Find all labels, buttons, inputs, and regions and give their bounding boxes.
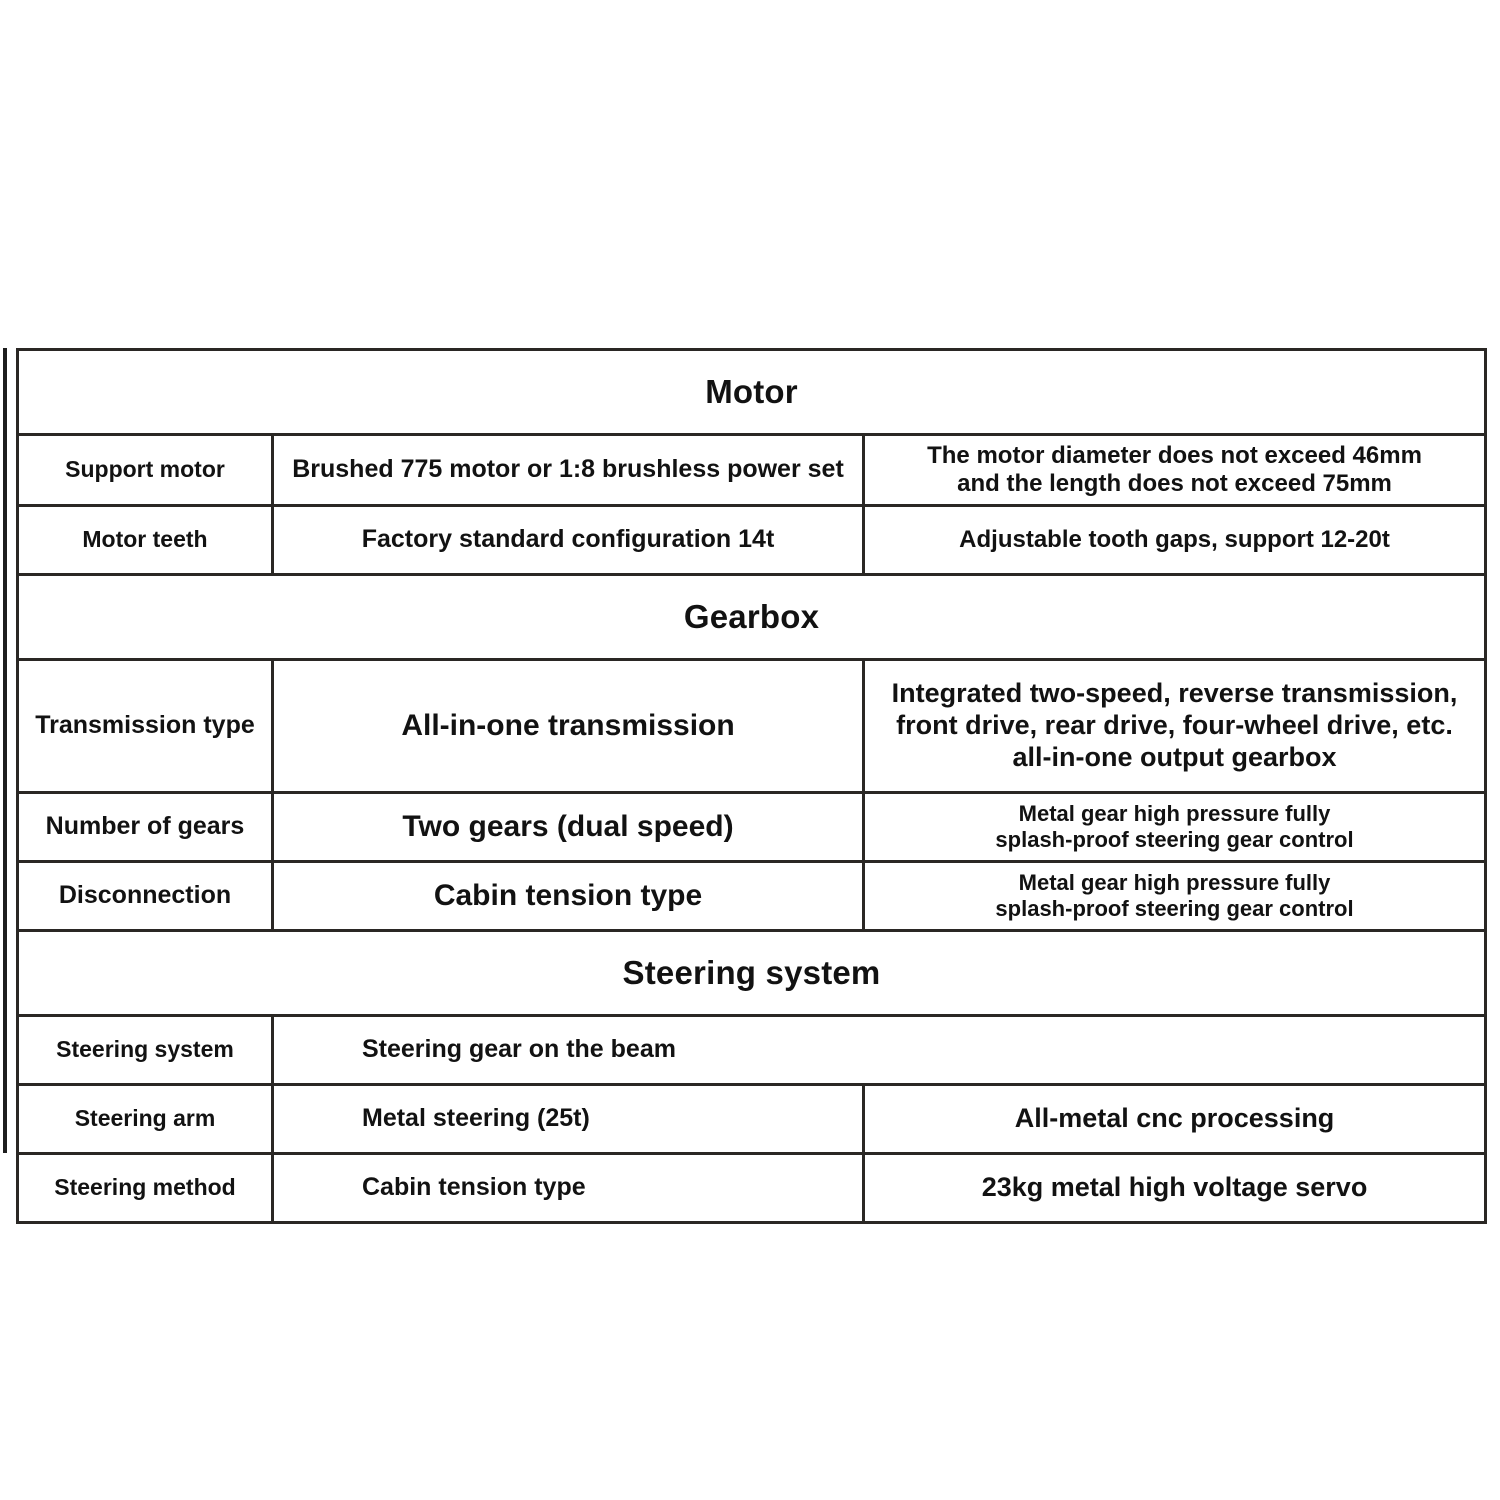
row-value-disconnection-mid: Cabin tension type bbox=[271, 860, 865, 932]
table-row: Steering system Steering gear on the bea… bbox=[16, 1014, 1488, 1086]
row-value-support-motor-mid: Brushed 775 motor or 1:8 brushless power… bbox=[271, 433, 865, 507]
row-value-disconnection-right: Metal gear high pressure fully splash-pr… bbox=[861, 860, 1488, 932]
table-row: Transmission type All-in-one transmissio… bbox=[16, 658, 1488, 794]
row-value-support-motor-right: The motor diameter does not exceed 46mm … bbox=[861, 433, 1488, 507]
row-value-motor-teeth-right: Adjustable tooth gaps, support 12-20t bbox=[861, 504, 1488, 576]
row-value-number-of-gears-mid: Two gears (dual speed) bbox=[271, 791, 865, 863]
section-heading-steering-system: Steering system bbox=[15, 929, 1488, 1017]
row-label-support-motor: Support motor bbox=[16, 433, 274, 507]
row-value-steering-method-right: 23kg metal high voltage servo bbox=[861, 1152, 1488, 1224]
table-row: Steering arm Metal steering (25t) All-me… bbox=[16, 1083, 1488, 1155]
table-row: Number of gears Two gears (dual speed) M… bbox=[16, 791, 1488, 863]
row-value-steering-system-mid: Steering gear on the beam bbox=[270, 1014, 1488, 1086]
row-label-steering-system: Steering system bbox=[16, 1014, 274, 1086]
row-value-transmission-type-mid: All-in-one transmission bbox=[271, 658, 865, 794]
row-value-steering-method-mid: Cabin tension type bbox=[271, 1152, 865, 1224]
row-label-number-of-gears: Number of gears bbox=[16, 791, 274, 863]
row-label-steering-arm: Steering arm bbox=[16, 1083, 274, 1155]
section-header-row-gearbox: Gearbox bbox=[15, 573, 1488, 661]
row-label-disconnection: Disconnection bbox=[16, 860, 274, 932]
row-label-motor-teeth: Motor teeth bbox=[16, 504, 274, 576]
section-header-row-steering-system: Steering system bbox=[15, 929, 1488, 1017]
table-row: Motor teeth Factory standard configurati… bbox=[16, 504, 1488, 576]
table-row: Disconnection Cabin tension type Metal g… bbox=[16, 860, 1488, 932]
left-margin-rule bbox=[3, 348, 7, 1153]
specification-table: Motor Support motor Brushed 775 motor or… bbox=[15, 348, 1488, 1224]
row-label-transmission-type: Transmission type bbox=[16, 658, 274, 794]
table-row: Steering method Cabin tension type 23kg … bbox=[16, 1152, 1488, 1224]
section-header-row-motor: Motor bbox=[15, 348, 1488, 436]
row-value-steering-arm-mid: Metal steering (25t) bbox=[271, 1083, 865, 1155]
specification-table-container: Motor Support motor Brushed 775 motor or… bbox=[15, 348, 1488, 1224]
row-value-steering-arm-right: All-metal cnc processing bbox=[861, 1083, 1488, 1155]
table-row: Support motor Brushed 775 motor or 1:8 b… bbox=[16, 433, 1488, 507]
row-value-transmission-type-right: Integrated two-speed, reverse transmissi… bbox=[861, 658, 1488, 794]
section-heading-motor: Motor bbox=[15, 348, 1488, 436]
row-label-steering-method: Steering method bbox=[16, 1152, 274, 1224]
row-value-motor-teeth-mid: Factory standard configuration 14t bbox=[271, 504, 865, 576]
row-value-number-of-gears-right: Metal gear high pressure fully splash-pr… bbox=[861, 791, 1488, 863]
section-heading-gearbox: Gearbox bbox=[15, 573, 1488, 661]
